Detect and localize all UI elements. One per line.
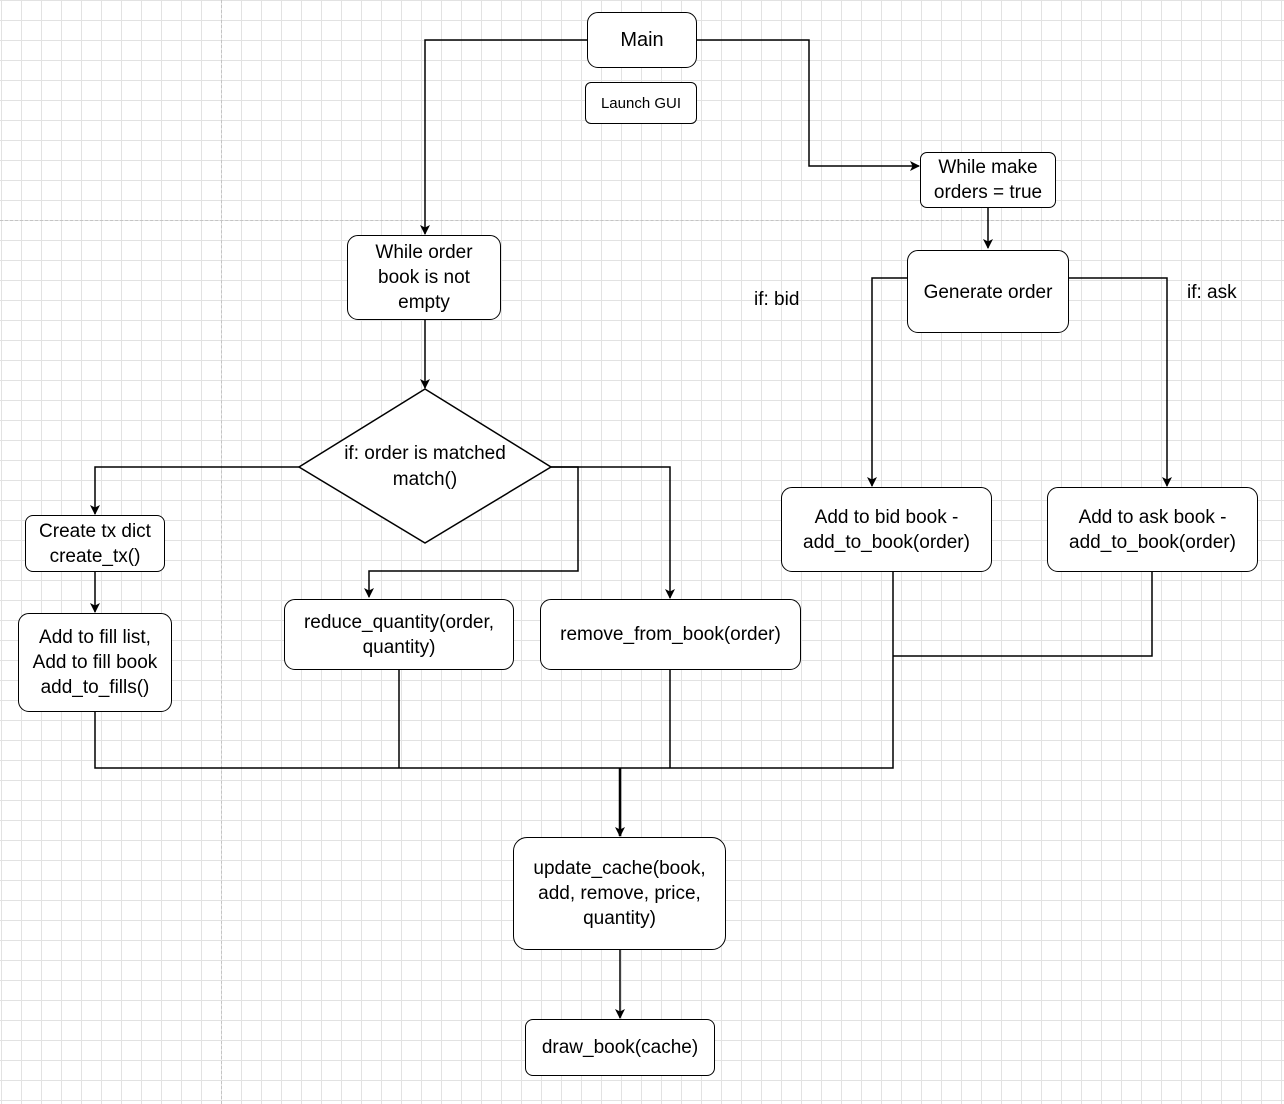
remove-from-book-node: remove_from_book(order) bbox=[540, 599, 801, 670]
edge-add-to-fill-to-collector bbox=[94, 712, 620, 769]
edge-bid-book-to-collector bbox=[620, 572, 894, 769]
create-tx-node: Create tx dict create_tx() bbox=[25, 515, 165, 572]
reduce-quantity-node: reduce_quantity(order, quantity) bbox=[284, 599, 514, 670]
add-to-ask-book-node: Add to ask book - add_to_book(order) bbox=[1047, 487, 1258, 572]
edge-label-if-bid: if: bid bbox=[754, 289, 800, 310]
decision-order-matched: if: order is matched match() bbox=[344, 443, 506, 490]
horizontal-guide-line bbox=[0, 220, 1284, 221]
launch-gui-node: Launch GUI bbox=[585, 82, 697, 124]
edge-decision-to-create-tx bbox=[90, 466, 299, 515]
decision-diamond-shape bbox=[297, 388, 553, 544]
draw-book-node: draw_book(cache) bbox=[525, 1019, 715, 1076]
edge-ask-book-to-collector bbox=[893, 572, 1153, 657]
generate-order-node: Generate order bbox=[907, 250, 1069, 333]
edge-label-if-ask: if: ask bbox=[1187, 282, 1237, 303]
edge-generate-to-ask-book bbox=[1069, 277, 1172, 487]
main-node: Main bbox=[587, 12, 697, 68]
edge-main-to-while-make-orders bbox=[697, 39, 920, 171]
while-make-orders-node: While make orders = true bbox=[920, 152, 1056, 208]
add-to-bid-book-node: Add to bid book - add_to_book(order) bbox=[781, 487, 992, 572]
add-to-fill-node: Add to fill list, Add to fill book add_t… bbox=[18, 613, 172, 712]
edge-decision-to-remove-from-book bbox=[551, 466, 675, 599]
update-cache-node: update_cache(book, add, remove, price, q… bbox=[513, 837, 726, 950]
vertical-guide-line bbox=[221, 0, 222, 1104]
edge-main-to-while-order-book bbox=[420, 39, 587, 235]
while-order-book-node: While order book is not empty bbox=[347, 235, 501, 320]
edge-generate-to-bid-book bbox=[867, 277, 907, 487]
